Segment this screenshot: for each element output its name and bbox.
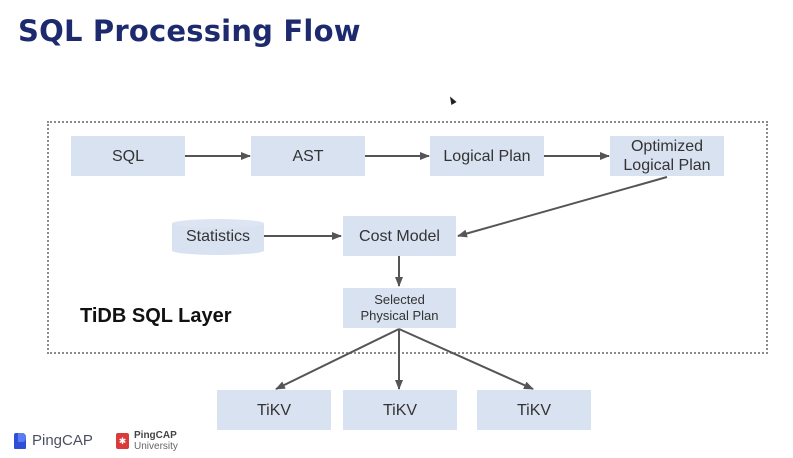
- node-selected-line2: Physical Plan: [360, 308, 439, 323]
- node-selected-line1: Selected: [374, 292, 425, 307]
- node-tikv-2: TiKV: [343, 390, 457, 430]
- node-tikv-1: TiKV: [217, 390, 331, 430]
- node-tikv-3: TiKV: [477, 390, 591, 430]
- node-optimized-logical-plan: Optimized Logical Plan: [610, 136, 724, 176]
- node-tikv-3-label: TiKV: [516, 401, 552, 419]
- node-logical-plan-label: Logical Plan: [443, 147, 531, 165]
- node-tikv-2-label: TiKV: [382, 401, 418, 419]
- pingcap-logo-icon: [14, 432, 26, 449]
- arrow-selected-to-tikv-3: [398, 328, 534, 390]
- node-ast: AST: [251, 136, 365, 176]
- node-statistics-label: Statistics: [185, 228, 250, 245]
- tidb-sql-layer-boundary: [47, 121, 768, 354]
- node-sql: SQL: [71, 136, 185, 176]
- node-optimized-line2: Logical Plan: [623, 157, 711, 174]
- pingcap-university-line1: PingCAP: [134, 430, 177, 441]
- pingcap-university-line2: University: [134, 441, 178, 452]
- arrow-optimized-to-cost: [457, 176, 668, 238]
- pingcap-university-logo: ✱ PingCAP University: [116, 430, 178, 452]
- node-logical-plan: Logical Plan: [430, 136, 544, 176]
- node-statistics: Statistics: [172, 219, 264, 255]
- cylinder-top: [172, 219, 264, 228]
- node-ast-label: AST: [292, 147, 324, 165]
- node-selected-physical-plan: Selected Physical Plan: [343, 288, 456, 328]
- pingcap-logo: PingCAP: [14, 432, 93, 449]
- slide-title: SQL Processing Flow: [18, 14, 361, 48]
- node-sql-label: SQL: [111, 147, 144, 165]
- node-tikv-1-label: TiKV: [256, 401, 292, 419]
- node-cost-model-label: Cost Model: [359, 227, 440, 245]
- layer-label: TiDB SQL Layer: [80, 305, 232, 327]
- node-cost-model: Cost Model: [343, 216, 456, 256]
- node-optimized-line1: Optimized: [630, 138, 704, 155]
- pingcap-university-book-icon: ✱: [116, 433, 129, 449]
- cylinder-bottom: [172, 246, 264, 255]
- arrow-selected-to-tikv-1: [275, 328, 400, 390]
- pingcap-logo-text: PingCAP: [32, 432, 93, 449]
